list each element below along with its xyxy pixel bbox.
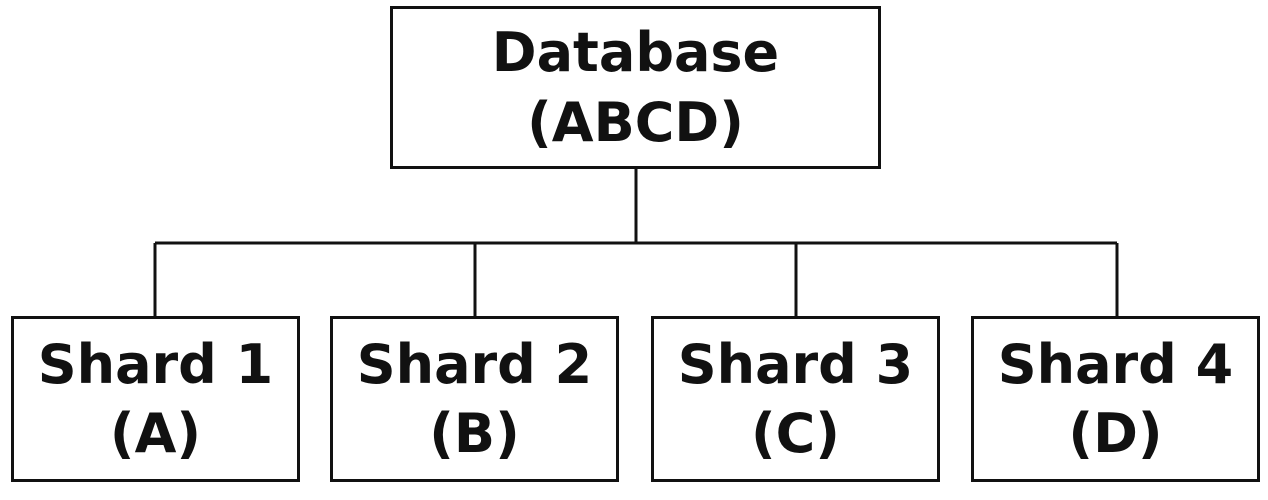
- shard-1-node: Shard 1 (A): [11, 316, 300, 482]
- shard-3-title: Shard 3: [677, 332, 914, 396]
- shard-4-title: Shard 4: [997, 332, 1234, 396]
- shard-3-content: (C): [751, 402, 840, 465]
- shard-4-content: (D): [1068, 402, 1163, 465]
- shard-1-title: Shard 1: [37, 332, 274, 396]
- shard-2-node: Shard 2 (B): [330, 316, 619, 482]
- database-content: (ABCD): [527, 90, 744, 154]
- shard-2-title: Shard 2: [356, 332, 593, 396]
- shard-3-node: Shard 3 (C): [651, 316, 940, 482]
- shard-4-node: Shard 4 (D): [971, 316, 1260, 482]
- database-node: Database (ABCD): [390, 6, 881, 169]
- shard-1-content: (A): [109, 402, 202, 465]
- shard-2-content: (B): [429, 402, 520, 465]
- database-title: Database: [491, 21, 780, 85]
